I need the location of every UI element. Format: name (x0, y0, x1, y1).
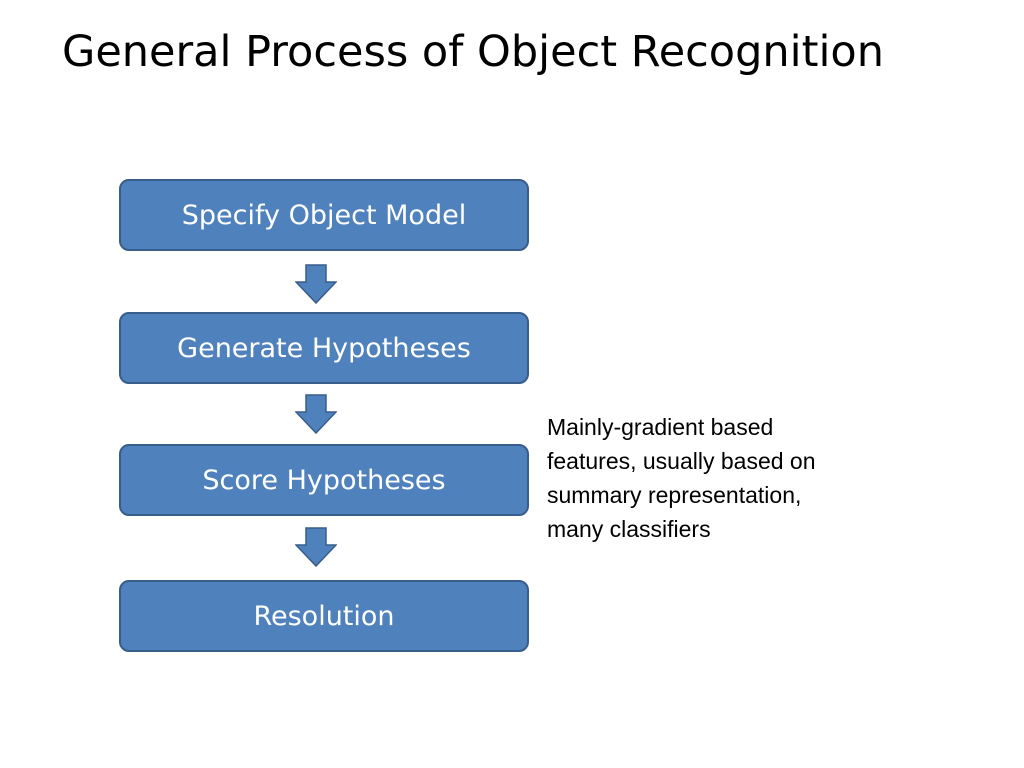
step-label: Generate Hypotheses (177, 332, 471, 364)
step-score-hypotheses: Score Hypotheses (119, 444, 529, 516)
step-label: Resolution (253, 600, 395, 632)
step-resolution: Resolution (119, 580, 529, 652)
arrow-down-icon (295, 394, 337, 434)
side-note: Mainly-gradient based features, usually … (547, 410, 907, 546)
slide-title: General Process of Object Recognition (62, 27, 884, 77)
step-label: Score Hypotheses (202, 464, 446, 496)
arrow-down-icon (295, 527, 337, 567)
arrow-down-icon (295, 264, 337, 304)
side-note-line: Mainly-gradient based (547, 414, 774, 440)
step-label: Specify Object Model (181, 199, 467, 231)
side-note-line: summary representation, (547, 482, 802, 508)
step-specify-object-model: Specify Object Model (119, 179, 529, 251)
side-note-line: features, usually based on (547, 448, 816, 474)
step-generate-hypotheses: Generate Hypotheses (119, 312, 529, 384)
side-note-line: many classifiers (547, 516, 711, 542)
